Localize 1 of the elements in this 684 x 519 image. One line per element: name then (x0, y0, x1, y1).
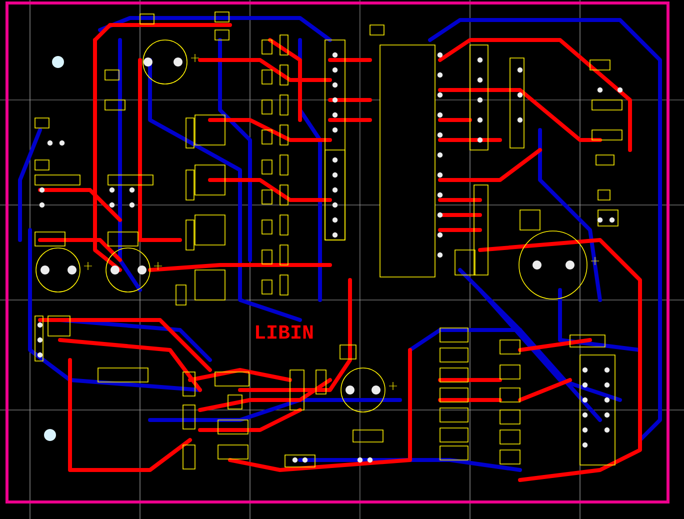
silkscreen-label: LIBIN (256, 325, 313, 339)
